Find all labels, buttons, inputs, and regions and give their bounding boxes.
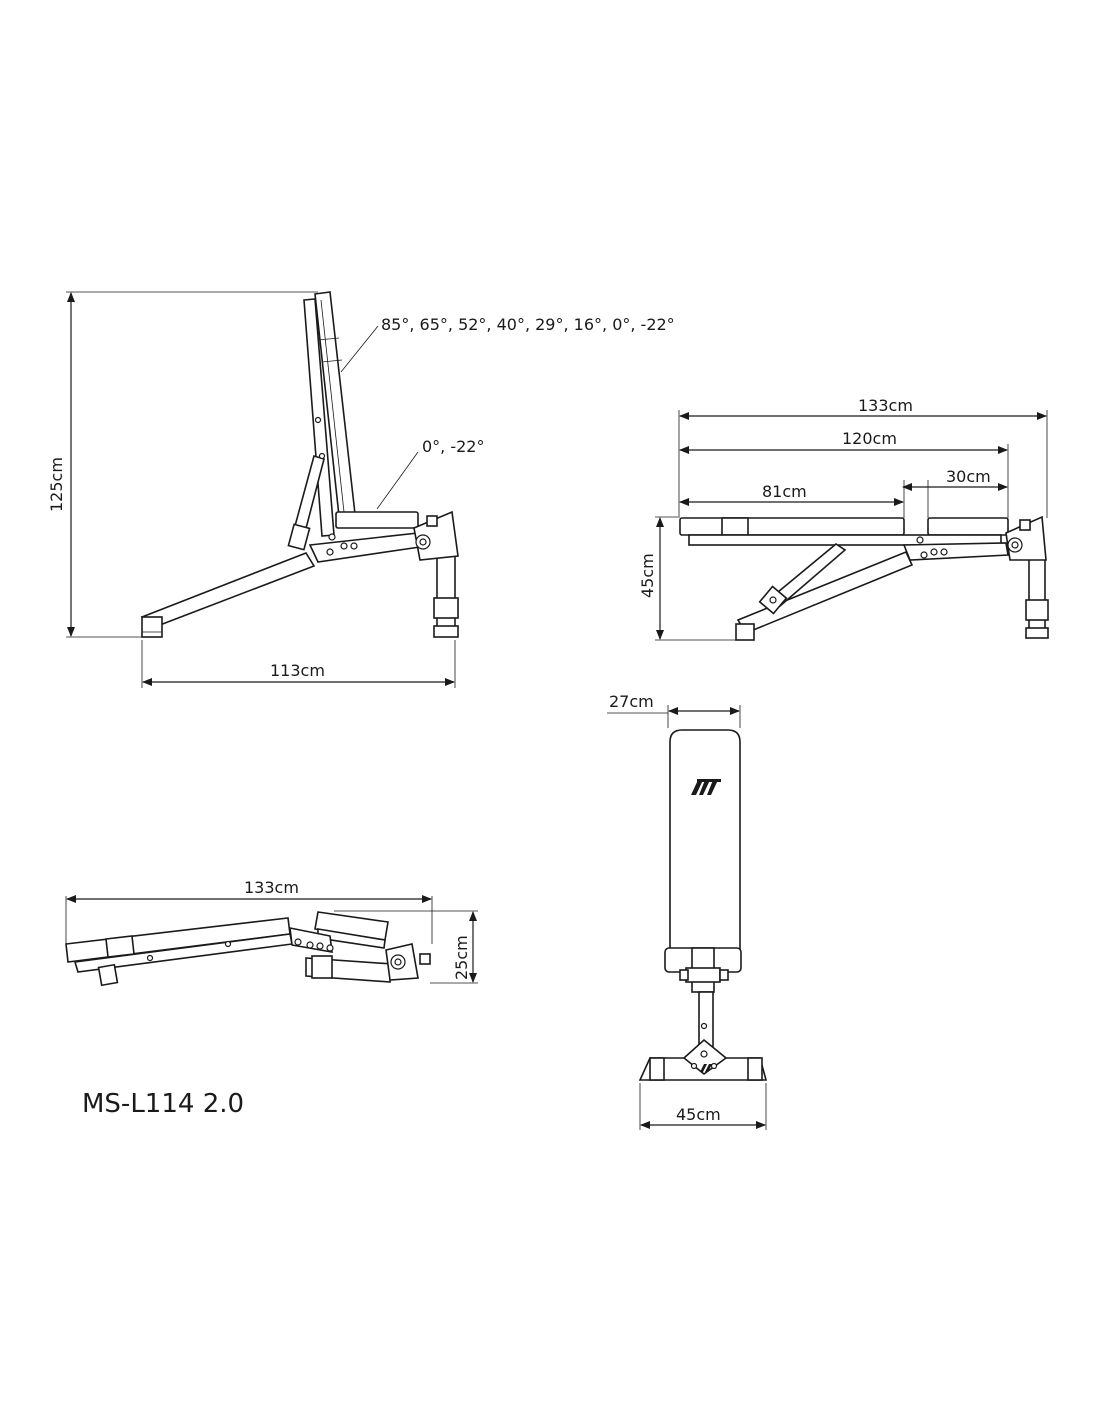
rear-foot bbox=[97, 963, 119, 987]
backrest-length-label: 81cm bbox=[762, 482, 807, 501]
height-label: 25cm bbox=[452, 935, 471, 980]
backrest-angles-label: 85°, 65°, 52°, 40°, 29°, 16°, 0°, -22° bbox=[381, 315, 675, 334]
length-label: 133cm bbox=[244, 878, 299, 897]
length-label: 113cm bbox=[270, 661, 325, 680]
folded-view: 133cm 25cm bbox=[65, 878, 478, 987]
seat-angles-label: 0°, -22° bbox=[422, 437, 484, 456]
front-post bbox=[1028, 554, 1046, 636]
backrest-pad bbox=[679, 517, 905, 536]
front-post bbox=[436, 552, 456, 636]
overall-length-label: 133cm bbox=[858, 396, 913, 415]
seat-pad bbox=[335, 511, 419, 529]
backrest-pad-front bbox=[669, 729, 741, 951]
height-label: 45cm bbox=[638, 553, 657, 598]
main-rail bbox=[308, 532, 421, 563]
brand-logo-icon bbox=[691, 779, 721, 795]
front-view: 27cm 45cm bbox=[607, 692, 768, 1130]
seat-pad bbox=[927, 517, 1009, 536]
base-logo-icon bbox=[700, 1064, 712, 1072]
rear-leg bbox=[140, 552, 316, 629]
base-width-label: 45cm bbox=[676, 1105, 721, 1124]
model-name: MS-L114 2.0 bbox=[82, 1089, 244, 1119]
seat-length-label: 30cm bbox=[946, 467, 991, 486]
rear-foot bbox=[735, 623, 755, 641]
side-incline-view: 85°, 65°, 52°, 40°, 29°, 16°, 0°, -22° 0… bbox=[47, 291, 675, 688]
rear-foot bbox=[141, 616, 163, 638]
height-label: 125cm bbox=[47, 457, 66, 512]
pad-width-label: 27cm bbox=[609, 692, 654, 711]
side-flat-view: 133cm 120cm 81cm 30cm 45cm bbox=[638, 396, 1049, 641]
pad-length-label: 120cm bbox=[842, 429, 897, 448]
